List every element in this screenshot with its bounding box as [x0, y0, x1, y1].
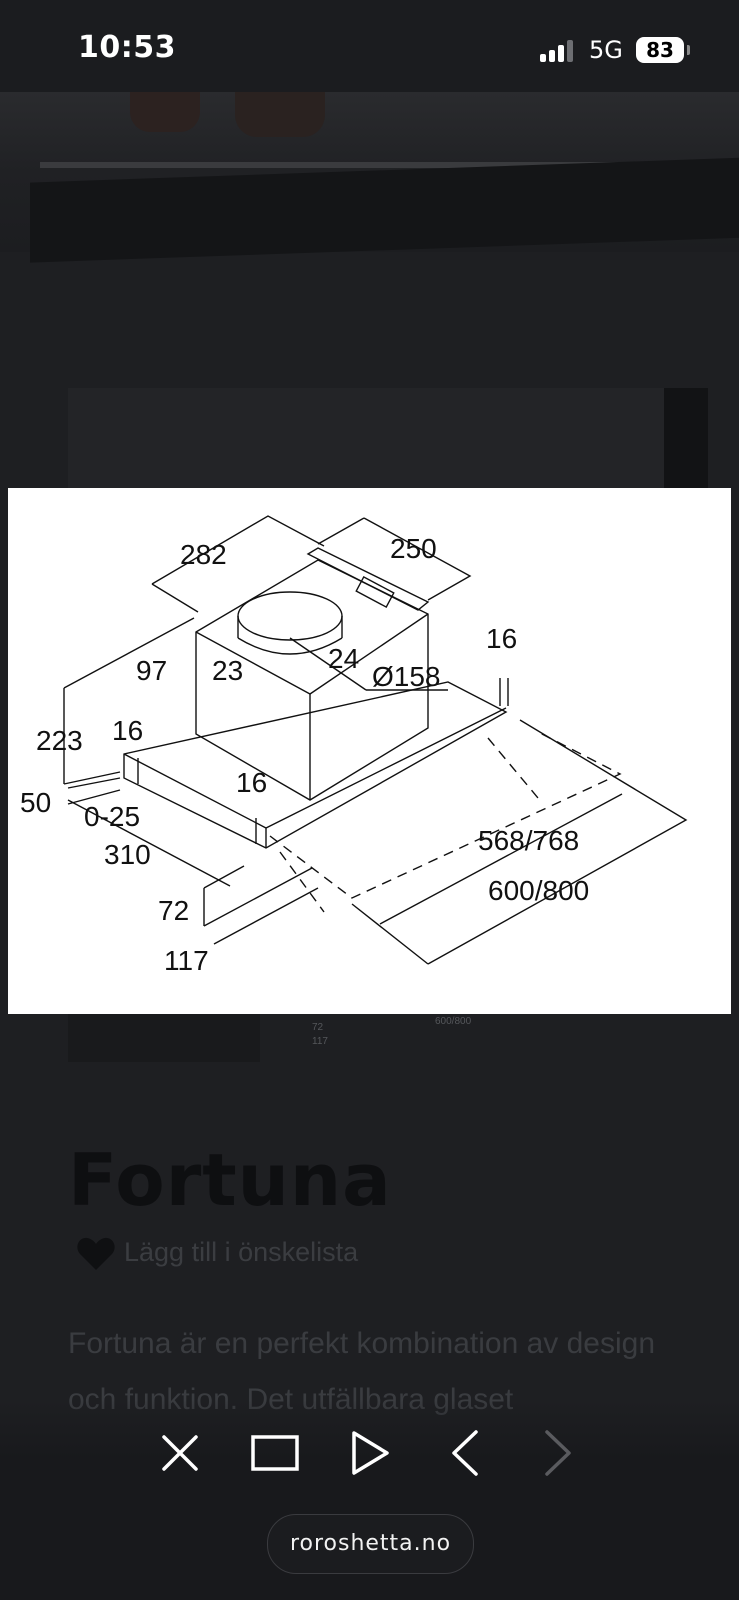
heart-icon[interactable]: [76, 1236, 116, 1272]
fullscreen-button[interactable]: [240, 1410, 310, 1496]
url-bar[interactable]: roroshetta.no: [267, 1514, 474, 1574]
dim-0-25: 0-25: [84, 801, 140, 832]
battery-icon: 83: [636, 37, 684, 63]
dim-223: 223: [36, 725, 83, 756]
dim-16-right: 16: [486, 623, 517, 654]
dim-24: 24: [328, 643, 359, 674]
dim-568-768: 568/768: [478, 825, 579, 856]
status-time: 10:53: [78, 30, 176, 65]
signal-icon: [540, 38, 580, 62]
dim-250: 250: [390, 533, 437, 564]
dim-50: 50: [20, 787, 51, 818]
product-title: Fortuna: [68, 1138, 392, 1222]
dim-117: 117: [164, 945, 209, 976]
add-to-wishlist-link[interactable]: Lägg till i önskelista: [124, 1237, 359, 1267]
product-hero-image: [0, 92, 739, 263]
square-icon: [251, 1435, 299, 1471]
dim-97: 97: [136, 655, 167, 686]
dim-16-mid: 16: [236, 767, 267, 798]
network-type: 5G: [589, 36, 623, 64]
dim-158: Ø158: [372, 661, 441, 692]
chevron-right-icon: [545, 1430, 571, 1476]
dim-310: 310: [104, 839, 151, 870]
close-button[interactable]: [145, 1410, 215, 1496]
dim-16-left: 16: [112, 715, 143, 746]
battery-nub: [687, 45, 690, 55]
dimension-diagram[interactable]: 282 250 16 97 23 24 Ø158 223 16 16 50 0-…: [8, 488, 731, 1014]
hood-dimension-drawing: 282 250 16 97 23 24 Ø158 223 16 16 50 0-…: [20, 515, 688, 976]
next-button[interactable]: [523, 1410, 593, 1496]
dim-72: 72: [158, 895, 189, 926]
chevron-left-icon: [452, 1430, 478, 1476]
gallery-thumbnail: [68, 388, 708, 488]
status-bar: 10:53 5G 83: [0, 0, 739, 92]
gallery-thumbnail-left: [68, 1010, 260, 1062]
gallery-thumbnail-diagram: 72 117 600/800: [312, 1016, 472, 1047]
dim-600-800: 600/800: [488, 875, 589, 906]
image-viewer-toolbar: [0, 1410, 739, 1496]
slideshow-button[interactable]: [335, 1410, 405, 1496]
dim-282: 282: [180, 539, 227, 570]
play-icon: [352, 1431, 389, 1475]
previous-button[interactable]: [430, 1410, 500, 1496]
close-icon: [162, 1435, 198, 1471]
dim-23: 23: [212, 655, 243, 686]
